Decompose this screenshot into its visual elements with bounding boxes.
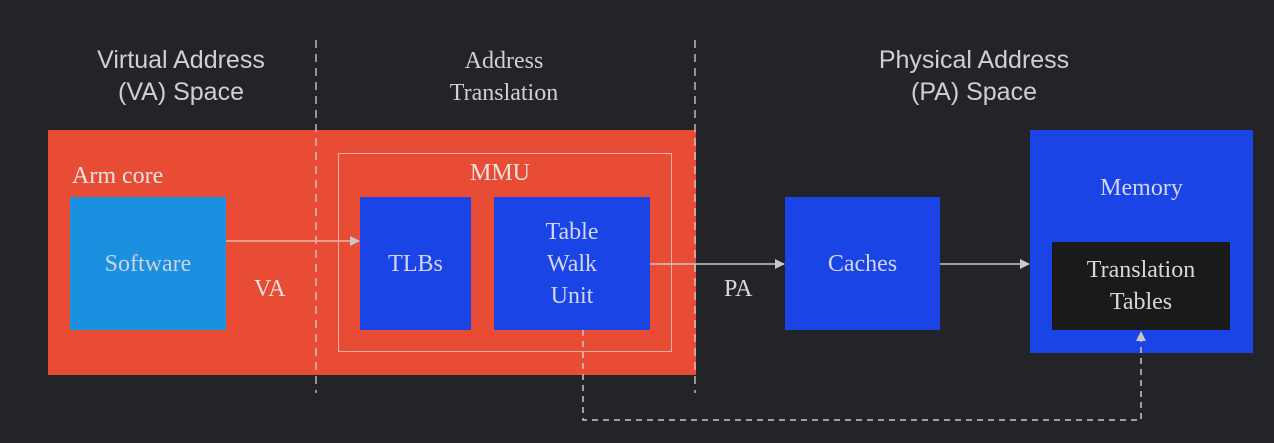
mmu-label: MMU [470,160,531,186]
mmu-outline [338,153,672,352]
caches-box: Caches [785,197,940,330]
table-walk-unit-box: Table Walk Unit [494,197,650,330]
arrow-walk-to-translation-tables [582,330,1146,421]
software-box: Software [70,197,226,330]
tlbs-box: TLBs [360,197,471,330]
arm-core-label: Arm core [72,163,164,189]
heading-va-space: Virtual Address (VA) Space [97,46,265,106]
translation-tables-box: Translation Tables [1052,242,1230,330]
heading-address-translation: Address Translation [449,48,559,106]
pa-label: PA [724,276,753,302]
memory-label: Memory [1100,175,1183,201]
va-label: VA [254,276,286,302]
heading-pa-space: Physical Address (PA) Space [878,46,1070,106]
